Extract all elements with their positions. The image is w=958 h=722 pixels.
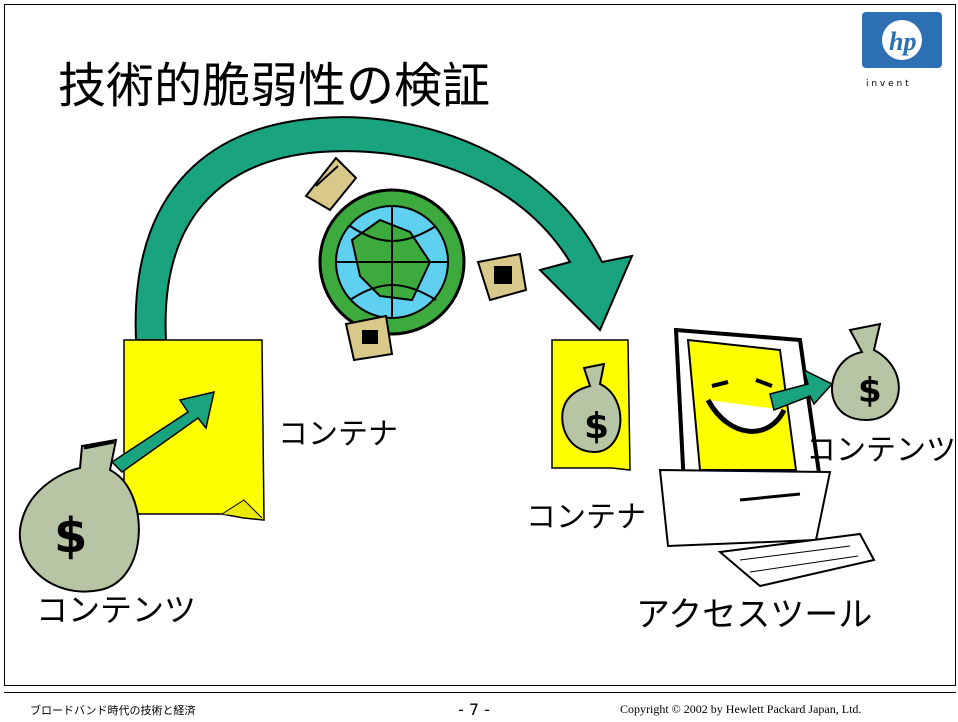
small-arrow-right bbox=[769, 368, 834, 412]
label-contents-right: コンテンツ bbox=[806, 433, 956, 468]
money-bag-left-icon: $ bbox=[19, 438, 140, 593]
globe-satellite-icon bbox=[304, 156, 528, 362]
footer-title: ブロードバンド時代の技術と経済 bbox=[30, 704, 196, 717]
money-bag-right-icon: $ bbox=[831, 322, 900, 422]
page-number: - 7 - bbox=[458, 700, 490, 719]
svg-text:$: $ bbox=[858, 371, 882, 411]
svg-text:$: $ bbox=[54, 508, 87, 564]
hp-logo: hp i n v e n t bbox=[862, 12, 942, 92]
label-container-right: コンテナ bbox=[526, 500, 646, 535]
curved-arrow bbox=[134, 116, 634, 341]
computer-icon bbox=[658, 327, 876, 588]
label-contents-left: コンテンツ bbox=[36, 591, 197, 629]
svg-text:hp: hp bbox=[889, 27, 916, 56]
money-bag-in-doc-icon: $ bbox=[561, 362, 622, 454]
label-container-left: コンテナ bbox=[278, 417, 398, 452]
copyright: Copyright © 2002 by Hewlett Packard Japa… bbox=[620, 702, 862, 716]
page-title: 技術的脆弱性の検証 bbox=[58, 58, 491, 114]
small-arrow-left bbox=[110, 390, 215, 473]
document-left-icon bbox=[123, 339, 265, 521]
footer-divider bbox=[4, 692, 956, 693]
svg-text:$: $ bbox=[584, 406, 609, 447]
label-access-tool: アクセスツール bbox=[636, 595, 873, 635]
svg-text:i n v e n t: i n v e n t bbox=[866, 79, 909, 89]
